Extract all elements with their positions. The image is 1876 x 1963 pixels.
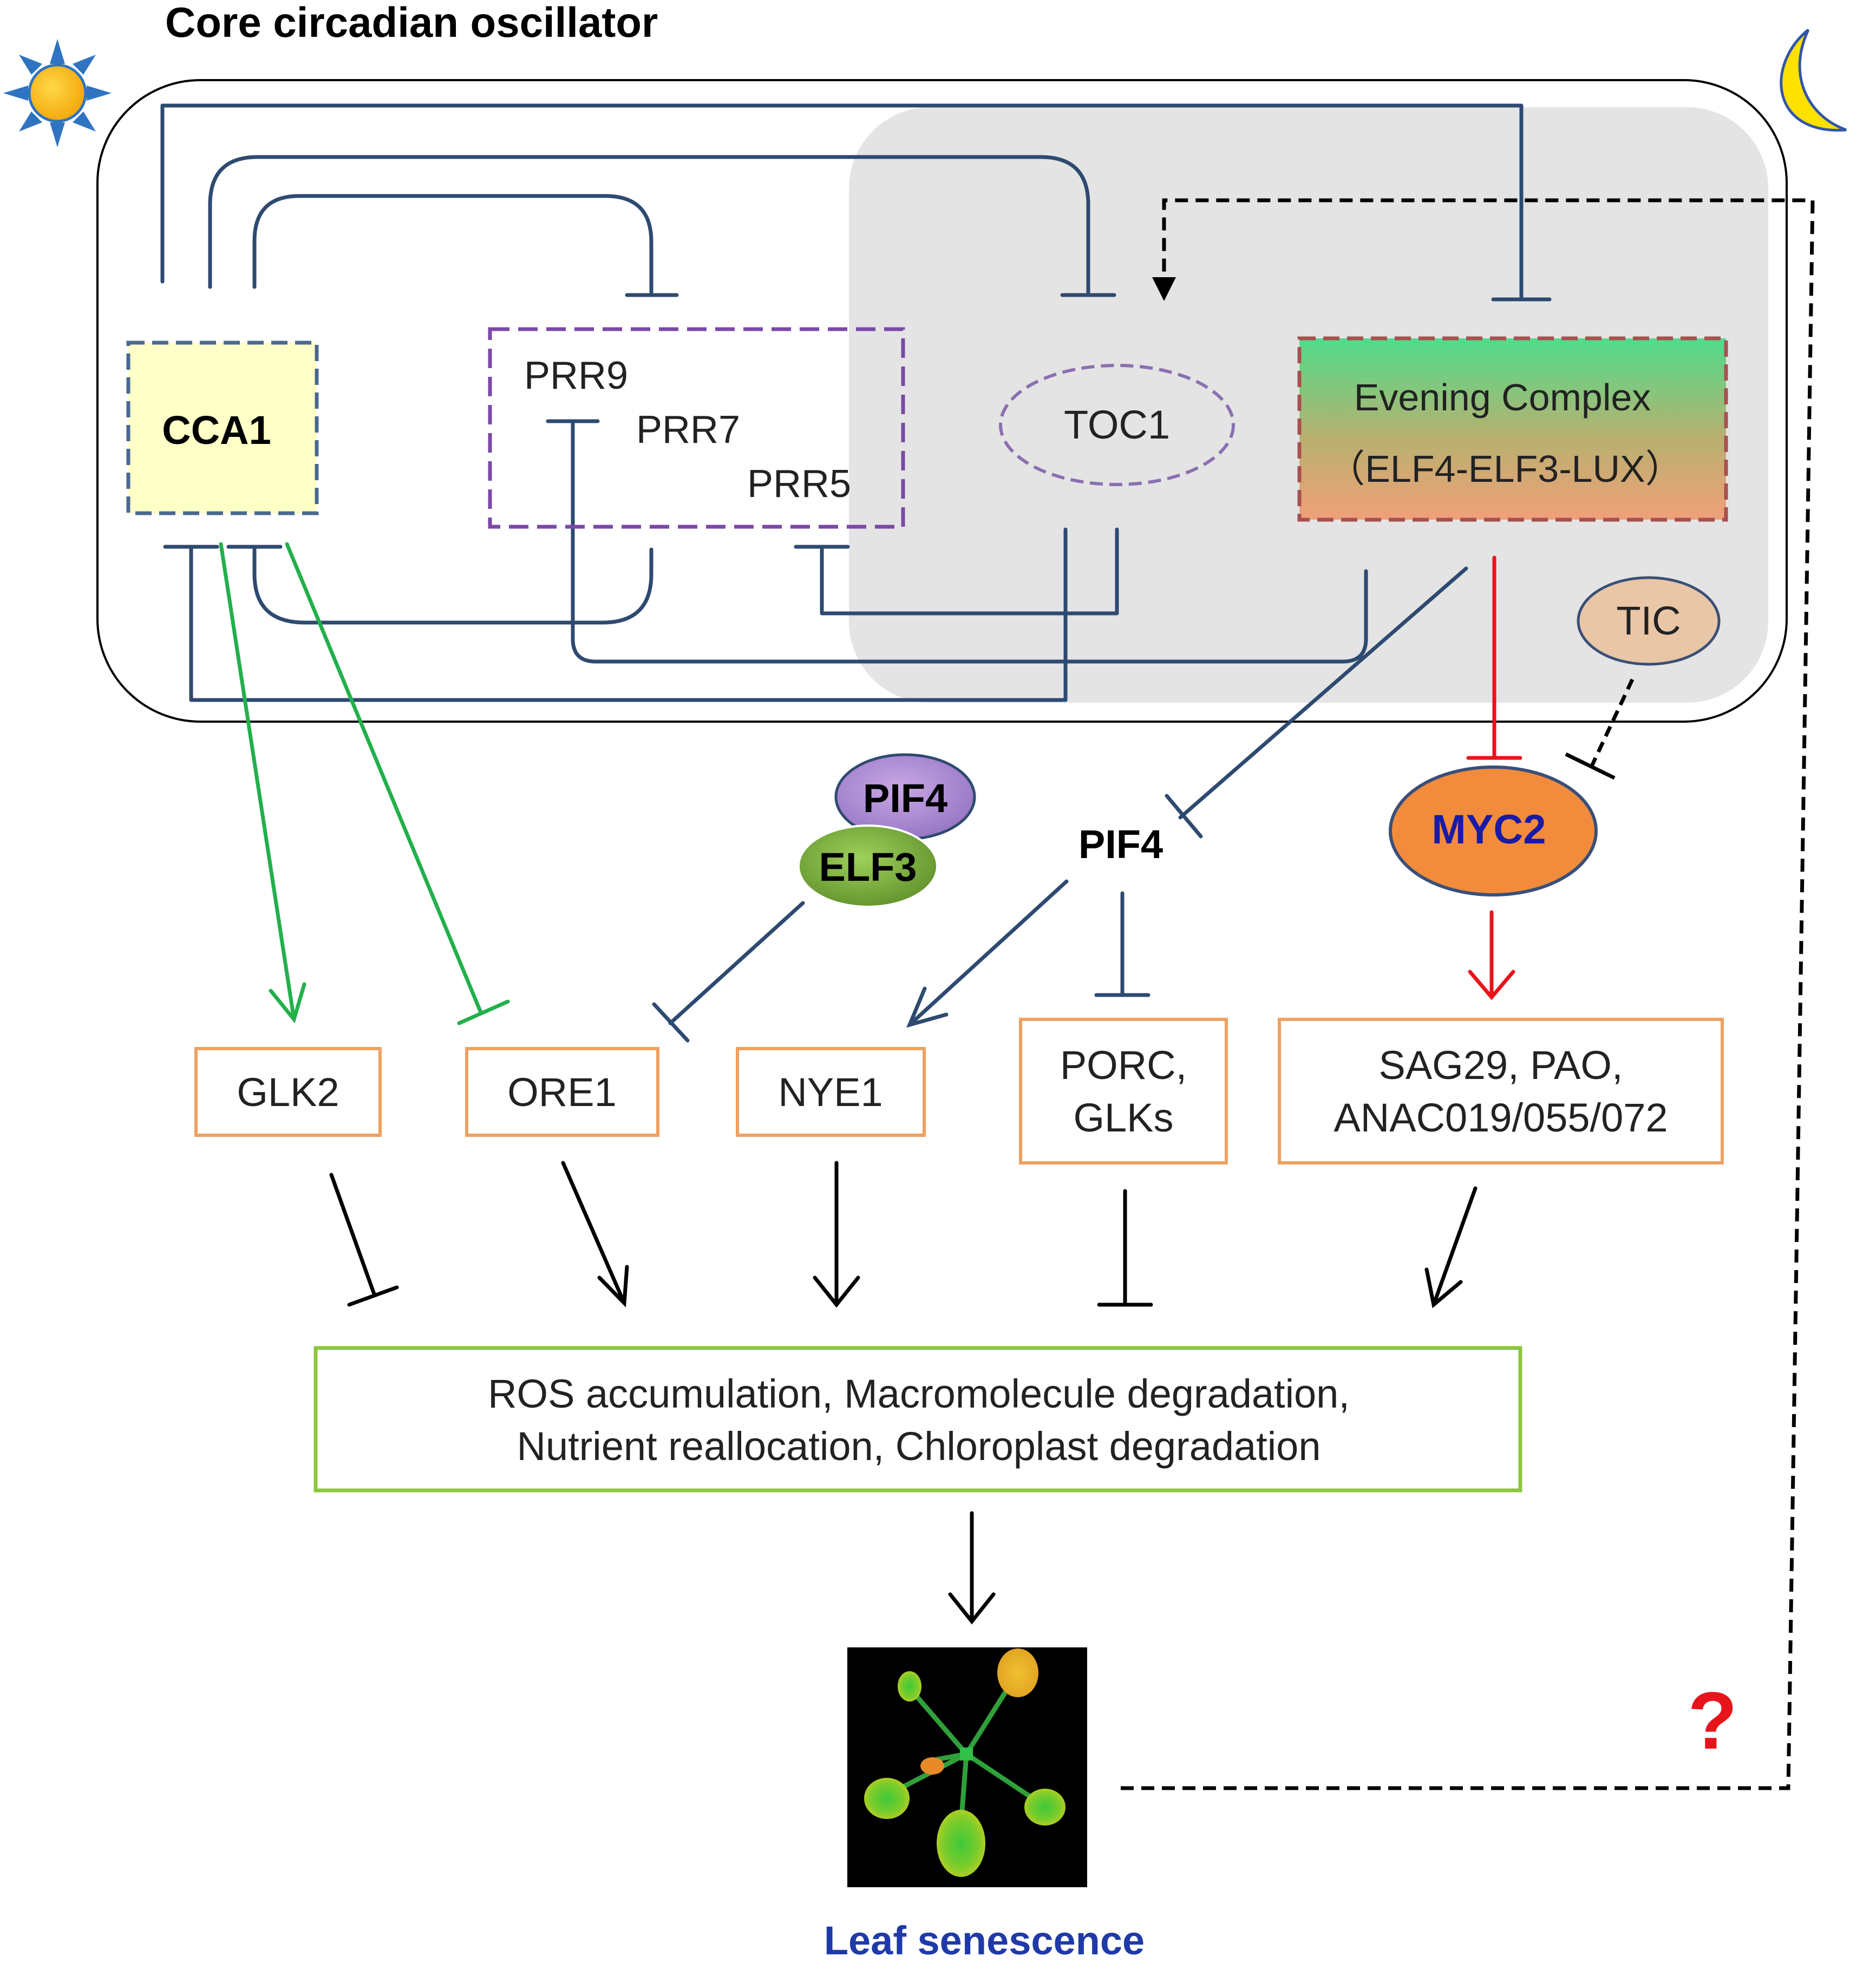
senescence-process-box bbox=[313, 1346, 1522, 1493]
elf3-complex-ellipse bbox=[798, 825, 938, 908]
glk2-box bbox=[194, 1047, 382, 1137]
glk2-label: GLK2 bbox=[237, 1070, 339, 1115]
gene-process-links bbox=[329, 1161, 1478, 1308]
ec-pif4-inhibition bbox=[1165, 566, 1468, 839]
evening-complex-members: （ELF4-ELF3-LUX） bbox=[1327, 448, 1683, 490]
leaf-senescence-label: Leaf senescence bbox=[824, 1918, 1145, 1963]
nye1-box bbox=[736, 1047, 926, 1137]
process-line-2: Nutrient reallocation, Chloroplast degra… bbox=[517, 1424, 1321, 1469]
pif4-outputs bbox=[906, 879, 1151, 1028]
moon-icon bbox=[1780, 29, 1847, 132]
porc-label: PORC, bbox=[1060, 1043, 1187, 1088]
senescence-feedback-line bbox=[1121, 198, 1815, 1790]
toc1-ellipse bbox=[999, 364, 1235, 486]
process-outcome-arrow bbox=[948, 1511, 996, 1625]
toc1-label: TOC1 bbox=[1064, 402, 1170, 447]
anac-label: ANAC019/055/072 bbox=[1334, 1095, 1668, 1140]
cca1-output-lines bbox=[219, 542, 510, 1025]
pif4-label: PIF4 bbox=[1078, 822, 1163, 867]
sag29-label: SAG29, PAO, bbox=[1378, 1043, 1623, 1088]
tic-label: TIC bbox=[1616, 598, 1681, 643]
cca1-box bbox=[126, 341, 319, 515]
myc2-ellipse bbox=[1389, 765, 1598, 897]
plant-rosette-image bbox=[847, 1647, 1087, 1887]
sag29-box bbox=[1278, 1018, 1724, 1164]
glks-label: GLKs bbox=[1073, 1095, 1173, 1140]
oscillator-container bbox=[96, 79, 1788, 723]
ore1-label: ORE1 bbox=[507, 1070, 617, 1115]
prr7-label: PRR7 bbox=[636, 408, 740, 452]
process-line-1: ROS accumulation, Macromolecule degradat… bbox=[488, 1371, 1350, 1416]
tic-ellipse bbox=[1577, 576, 1721, 666]
prr-box bbox=[488, 327, 905, 529]
prr5-label: PRR5 bbox=[747, 462, 851, 506]
ore1-box bbox=[465, 1047, 659, 1137]
diagram-title: Core circadian oscillator bbox=[165, 0, 658, 46]
ec-myc2-inhibition bbox=[1466, 555, 1522, 760]
feedback-question-mark: ? bbox=[1688, 1675, 1737, 1766]
myc2-activation bbox=[1468, 910, 1515, 1000]
cca1-label: CCA1 bbox=[162, 408, 271, 453]
pif4-elf3-ore1-inhibition bbox=[652, 901, 805, 1043]
clock-interaction-lines bbox=[160, 103, 1552, 702]
sun-icon bbox=[3, 39, 112, 147]
prr9-label: PRR9 bbox=[524, 354, 628, 397]
pif4-complex-label: PIF4 bbox=[863, 776, 947, 821]
feedback-arrowhead bbox=[1152, 277, 1176, 301]
nye1-label: NYE1 bbox=[778, 1070, 883, 1115]
target-genes bbox=[194, 1018, 1724, 1164]
myc2-label: MYC2 bbox=[1431, 807, 1546, 853]
evening-complex-label: Evening Complex bbox=[1354, 376, 1651, 418]
porc-glks-box bbox=[1019, 1018, 1228, 1164]
tic-myc2-inhibition bbox=[1565, 678, 1635, 780]
evening-complex-box bbox=[1297, 336, 1728, 522]
elf3-complex-label: ELF3 bbox=[819, 845, 917, 889]
